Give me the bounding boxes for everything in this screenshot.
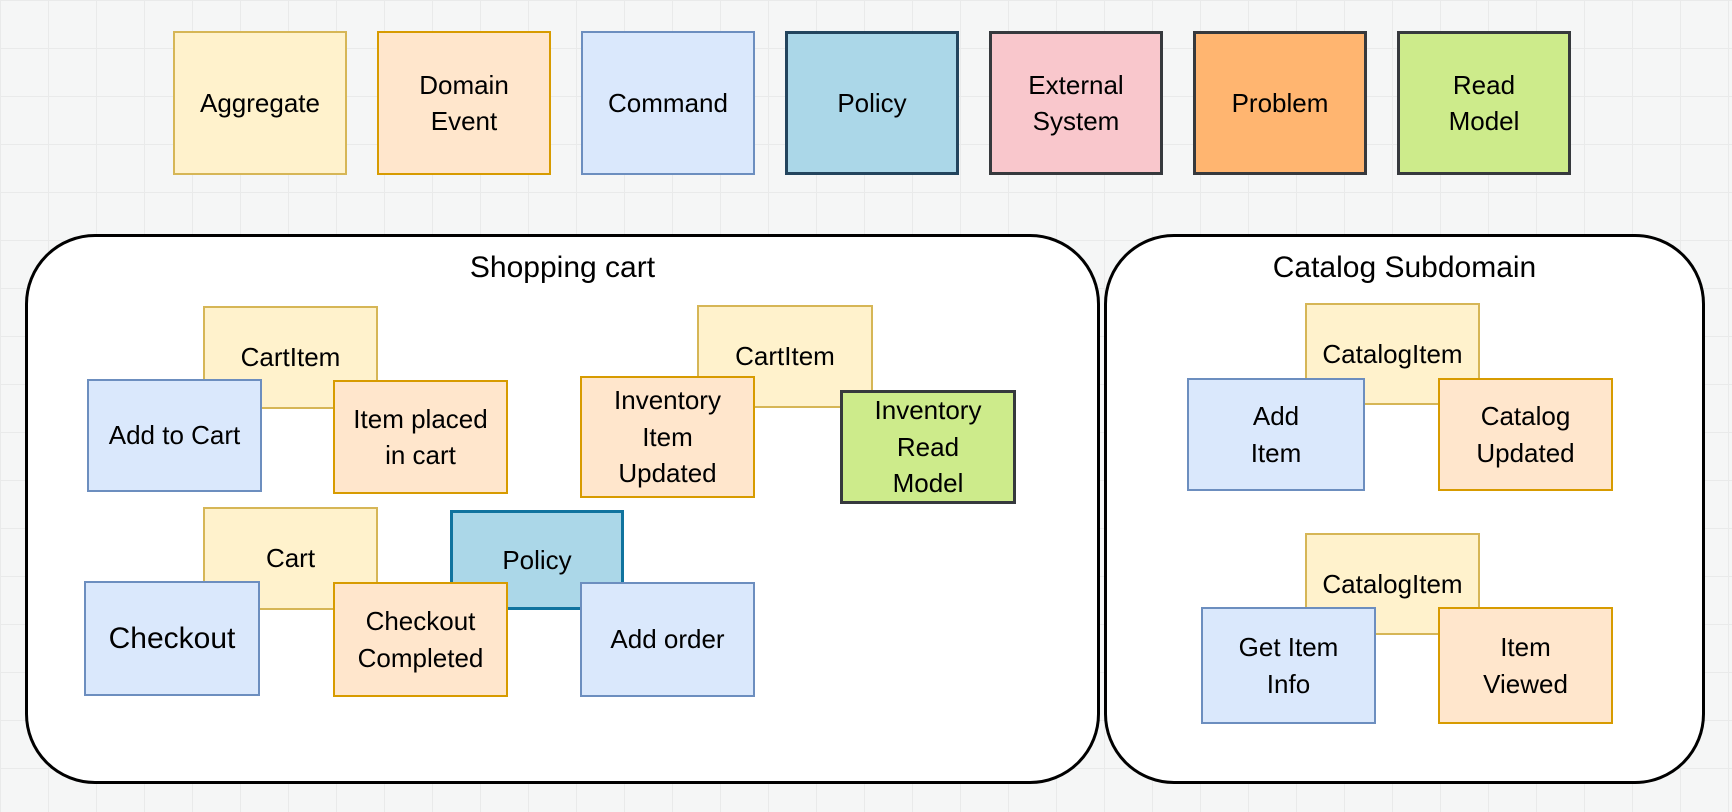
legend-aggregate-note[interactable]: Aggregate bbox=[173, 31, 347, 175]
sticky-add-order[interactable]: Add order bbox=[580, 582, 755, 697]
catalog-subdomain-title: Catalog Subdomain bbox=[1272, 251, 1537, 284]
sticky-catalog-updated[interactable]: Catalog Updated bbox=[1438, 378, 1613, 491]
shopping-cart-container[interactable]: Shopping cart bbox=[25, 234, 1100, 784]
legend-external-system-note[interactable]: External System bbox=[989, 31, 1163, 175]
sticky-checkout-completed[interactable]: Checkout Completed bbox=[333, 582, 508, 697]
legend-read-model-note[interactable]: Read Model bbox=[1397, 31, 1571, 175]
legend-domain-event-note[interactable]: Domain Event bbox=[377, 31, 551, 175]
sticky-get-item-info[interactable]: Get Item Info bbox=[1201, 607, 1376, 724]
sticky-add-to-cart[interactable]: Add to Cart bbox=[87, 379, 262, 492]
legend-policy-note[interactable]: Policy bbox=[785, 31, 959, 175]
shopping-cart-title: Shopping cart bbox=[469, 251, 656, 284]
sticky-inventory-read-model[interactable]: Inventory Read Model bbox=[840, 390, 1016, 504]
sticky-item-placed-in-cart[interactable]: Item placed in cart bbox=[333, 380, 508, 494]
sticky-item-viewed[interactable]: Item Viewed bbox=[1438, 607, 1613, 724]
sticky-checkout[interactable]: Checkout bbox=[84, 581, 260, 696]
sticky-add-item[interactable]: Add Item bbox=[1187, 378, 1365, 491]
legend-problem-note[interactable]: Problem bbox=[1193, 31, 1367, 175]
sticky-inventory-item-updated[interactable]: Inventory Item Updated bbox=[580, 376, 755, 498]
legend-command-note[interactable]: Command bbox=[581, 31, 755, 175]
